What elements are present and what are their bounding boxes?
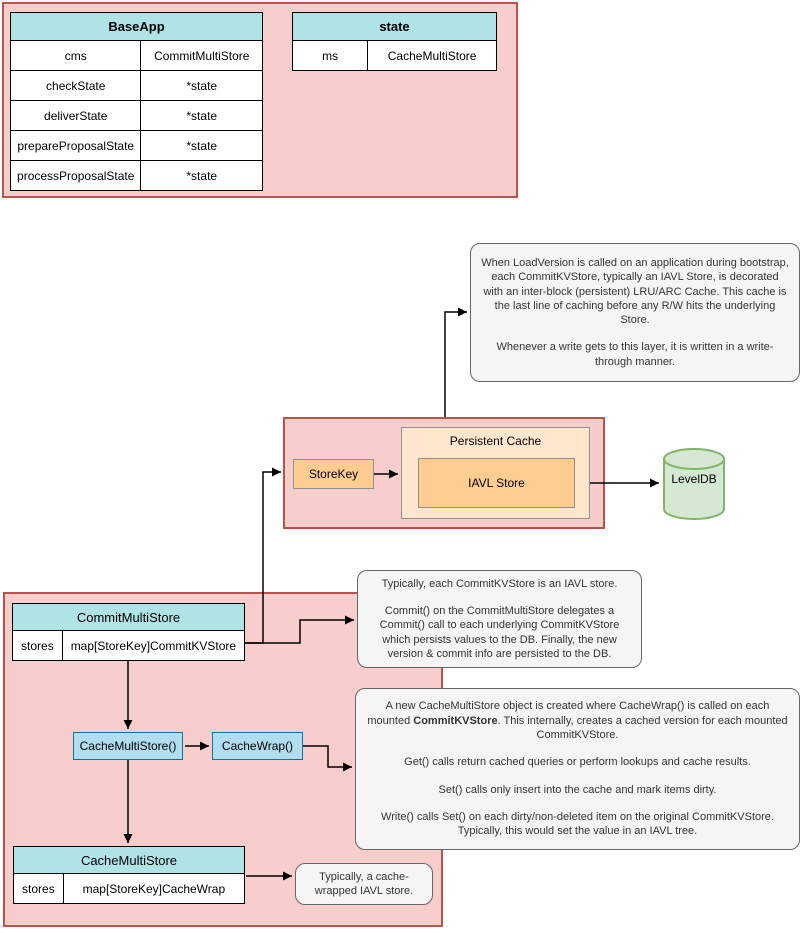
table-cell: *state	[186, 138, 218, 153]
table-cell: map[StoreKey]CacheWrap	[82, 881, 226, 896]
commit-multi-store-table-header: CommitMultiStore	[13, 604, 244, 631]
arrow-cache-to-loadversion-note	[444, 307, 467, 417]
baseapp-table: BaseApp cms CommitMultiStore checkState …	[10, 12, 263, 191]
cache-multi-store-table-header: CacheMultiStore	[14, 847, 244, 874]
iavl-store-node: IAVL Store	[418, 458, 575, 508]
table-row: cms CommitMultiStore	[11, 41, 262, 71]
leveldb-label: LevelDB	[671, 472, 717, 486]
note-cache-wrap-p4: Write() calls Set() on each dirty/non-de…	[381, 810, 774, 838]
commit-multi-store-table: CommitMultiStore stores map[StoreKey]Com…	[12, 603, 245, 661]
note-cache-wrap-p3: Set() calls only insert into the cache a…	[438, 783, 717, 796]
table-row: stores map[StoreKey]CommitKVStore	[13, 631, 244, 660]
database-cylinder-icon	[663, 448, 725, 520]
table-row: ms CacheMultiStore	[293, 41, 496, 70]
table-cell: *state	[186, 78, 218, 93]
table-cell: checkState	[11, 71, 142, 100]
table-cell: processProposalState	[11, 161, 142, 190]
baseapp-table-header: BaseApp	[11, 13, 262, 41]
leveldb-node: LevelDB	[663, 448, 725, 520]
arrow-committable-to-commit-note	[245, 615, 354, 644]
table-cell: cms	[11, 41, 142, 70]
table-cell: map[StoreKey]CommitKVStore	[70, 638, 237, 653]
table-row: checkState *state	[11, 71, 262, 101]
note-commit-delegates: Typically, each CommitKVStore is an IAVL…	[357, 570, 642, 668]
table-row: deliverState *state	[11, 101, 262, 131]
cache-multi-store-fn-node: CacheMultiStore()	[73, 732, 183, 760]
table-cell: ms	[293, 41, 369, 70]
arrow-commitstore-to-storekey	[245, 467, 281, 644]
note-cache-wrap: A new CacheMultiStore object is created …	[355, 688, 800, 850]
note-cache-wrap-p1-before: A new CacheMultiStore object is created …	[367, 700, 770, 727]
note-cache-wrapped-store: Typically, a cache-wrapped IAVL store.	[295, 863, 433, 905]
note-cache-wrap-p1-bold: CommitKVStore	[413, 714, 498, 727]
note-cache-wrapped-store-p1: Typically, a cache-wrapped IAVL store.	[314, 870, 414, 897]
table-cell: stores	[14, 874, 64, 903]
note-cache-wrap-p1-after: . This internally, creates a cached vers…	[497, 714, 788, 742]
table-cell: deliverState	[11, 101, 142, 130]
table-cell: *state	[186, 108, 218, 123]
note-load-version-p2: Whenever a write gets to this layer, it …	[496, 341, 774, 368]
note-commit-delegates-p2: Commit() on the CommitMultiStore delegat…	[379, 605, 620, 660]
table-cell: stores	[13, 631, 63, 660]
table-row: prepareProposalState *state	[11, 131, 262, 161]
note-load-version: When LoadVersion is called on an applica…	[470, 243, 800, 382]
arrow-cachewrapfn-to-note	[303, 745, 352, 772]
note-commit-delegates-p1: Typically, each CommitKVStore is an IAVL…	[381, 577, 618, 590]
note-cache-wrap-p2: Get() calls return cached queries or per…	[404, 756, 751, 769]
cache-multi-store-table: CacheMultiStore stores map[StoreKey]Cach…	[13, 846, 245, 904]
cache-wrap-fn-node: CacheWrap()	[212, 732, 303, 760]
table-cell: *state	[186, 168, 218, 183]
state-table-header: state	[293, 13, 496, 41]
note-load-version-p1: When LoadVersion is called on an applica…	[481, 256, 789, 327]
storekey-node: StoreKey	[293, 459, 374, 489]
table-cell: CacheMultiStore	[387, 48, 477, 63]
persistent-cache-label: Persistent Cache	[449, 434, 542, 448]
table-row: stores map[StoreKey]CacheWrap	[14, 874, 244, 903]
table-cell: CommitMultiStore	[154, 48, 250, 63]
state-table: state ms CacheMultiStore	[292, 12, 497, 71]
table-cell: prepareProposalState	[11, 131, 142, 160]
table-row: processProposalState *state	[11, 161, 262, 190]
note-cache-wrap-p1: A new CacheMultiStore object is created …	[366, 699, 789, 742]
